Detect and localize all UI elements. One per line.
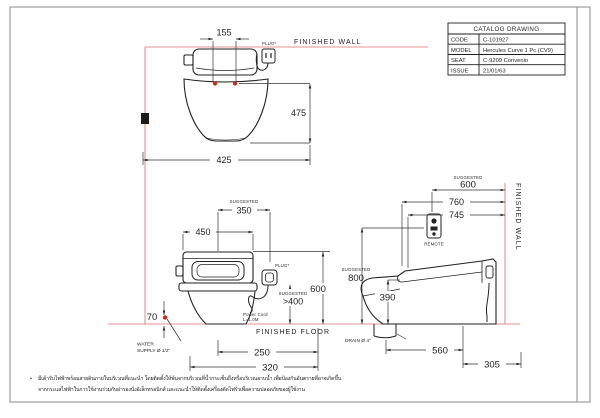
flush-button-dot-left: [212, 81, 218, 86]
note-line-1: มีเต้ารับไฟฟ้าพร้อมสายดินภายในบริเวณที่แ…: [38, 374, 342, 382]
water-supply-label-2: SUPPLY Ø 1/2": [137, 348, 171, 354]
dim-425-text: 425: [216, 155, 231, 165]
dim-475-text: 475: [291, 108, 306, 118]
rim-front: [178, 282, 258, 292]
suggested-600-label: SUGGESTED: [454, 175, 483, 180]
pedestal-front: [187, 290, 256, 325]
dim-600-front-text: 600: [310, 284, 326, 295]
power-cord-label-2: L=1.0M: [243, 317, 259, 322]
suggested-400-label: SUGGESTED: [279, 291, 308, 296]
drain-outline: [373, 324, 397, 339]
title-block-label-issue: ISSUE: [451, 68, 469, 74]
dim-800: [360, 227, 424, 325]
note: • มีเต้ารับไฟฟ้าพร้อมสายดินภายในบริเวณที…: [30, 374, 342, 393]
remote-icon: [426, 213, 442, 239]
note-line-2: จากกระแสไฟฟ้าในการใช้งานร่วมกับฝารองนั่ง…: [38, 385, 305, 393]
water-supply-dot: [162, 315, 168, 320]
plug-icon-front: [248, 269, 278, 314]
dim-305-text: 305: [484, 360, 500, 371]
dim-760-text: 760: [449, 197, 464, 207]
remote-label: REMOTE: [424, 242, 444, 247]
side-view: DRAIN Ø 4" REMOTE SUGGESTED 600 760: [342, 175, 522, 371]
title-block: CATALOG DRAWING CODE C-101927 MODEL Herc…: [447, 22, 566, 76]
dim-450-text: 450: [195, 227, 210, 237]
title-block-label-code: CODE: [451, 38, 468, 44]
dim-560-text: 560: [432, 346, 448, 357]
dim-155-text: 155: [216, 28, 231, 38]
dim-155: [200, 37, 249, 82]
bowl-plan-outline: [183, 78, 269, 142]
drain-label: DRAIN Ø 4": [345, 338, 371, 344]
title-block-value-code: C-101927: [483, 38, 508, 44]
title-block-value-issue: 21/01/63: [483, 68, 506, 74]
water-supply-label-1: WATER: [137, 342, 154, 348]
dim-475: [239, 83, 312, 144]
title-block-label-seat: SEAT: [451, 58, 466, 64]
front-view: PLUG* Power Cord L=1.0M SUGGESTED 350 45…: [137, 199, 332, 374]
flush-button-dot-right: [232, 81, 238, 86]
dim-800-text: 800: [348, 273, 364, 284]
dim-70-text: 70: [147, 312, 158, 323]
side-flush-button-plan: [183, 54, 194, 66]
suggested-350-label: SUGGESTED: [230, 199, 259, 204]
dim-350-text: 350: [236, 206, 251, 216]
dim-600-side-text: 600: [460, 180, 476, 191]
power-cord-label-1: Power Cord: [243, 312, 268, 317]
dim-70: [162, 301, 182, 342]
plug-label-plan: PLUG*: [262, 41, 277, 46]
note-bullet: •: [30, 376, 32, 382]
suggested-800-label: SUGGESTED: [342, 267, 371, 272]
plug-icon-plan: [255, 48, 276, 71]
title-block-title: CATALOG DRAWING: [473, 26, 539, 33]
dim-400-text: >400: [283, 297, 303, 307]
side-flush-button-front: [175, 265, 184, 277]
dim-745-text: 745: [449, 210, 464, 220]
plug-label-front: PLUG*: [275, 263, 290, 268]
title-block-value-model: Hercules Curve 1 Pc.(CV9): [483, 48, 553, 54]
finished-wall-label-side: FINISHED WALL: [514, 183, 521, 251]
finished-floor-label: FINISHED FLOOR: [256, 329, 330, 336]
finished-wall-label-plan: FINISHED WALL: [294, 39, 362, 46]
title-block-label-model: MODEL: [451, 48, 472, 54]
title-block-value-seat: C-9209 Convenio: [483, 58, 528, 64]
plan-view: FINISHED WALL PLUG* 155: [142, 28, 362, 165]
dim-390-text: 390: [380, 293, 396, 304]
dim-320: [189, 356, 319, 371]
wall-switch-icon: [141, 113, 149, 124]
tank-plan-outline: [192, 48, 258, 76]
bidet-hose: [485, 265, 494, 322]
dim-250-text: 250: [254, 348, 270, 359]
dim-320-text: 320: [262, 363, 278, 374]
power-cord: [248, 284, 269, 314]
